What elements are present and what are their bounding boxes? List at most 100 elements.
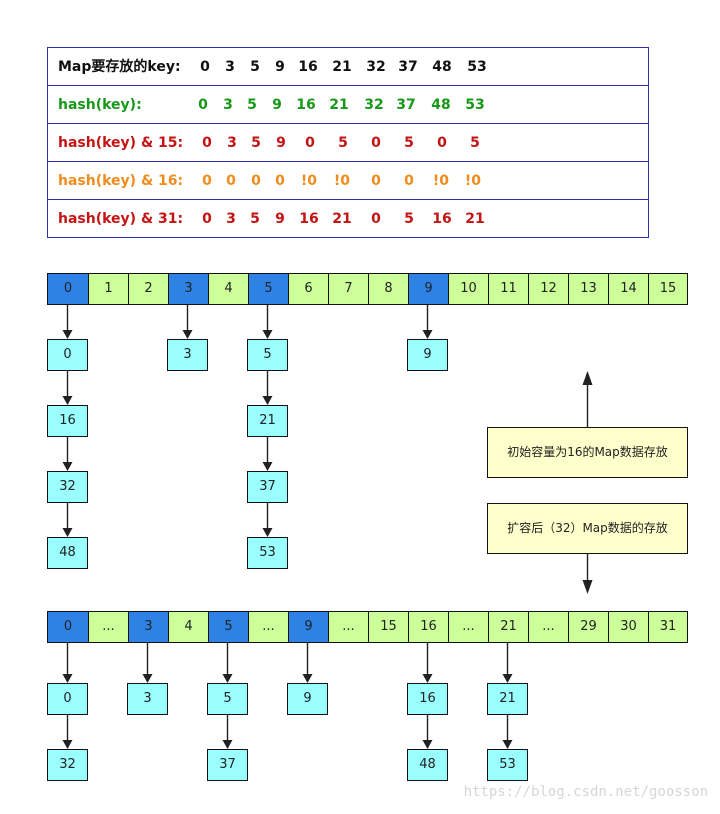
hash-row-label: hash(key) & 16: [58,173,184,189]
bucket-cell: 14 [609,274,649,304]
hash-value: 21 [329,97,349,113]
bucket-cell: 31 [659,619,677,634]
hash-value: 37 [398,59,418,75]
bucket-cell: 1 [89,274,129,304]
bucket-cell: 11 [489,274,529,304]
hash-value: 21 [332,59,352,75]
hash-value: 21 [332,211,352,227]
bucket-cell: 5 [209,612,249,642]
bucket-cell: 0 [48,274,89,304]
chain-node: 16 [47,405,88,437]
hash-value: 0 [202,135,212,151]
bucket-cell: 2 [129,274,169,304]
down-arrow-icon [262,437,273,471]
hash-value: 48 [431,97,451,113]
hash-row-label: hash(key): [58,97,142,113]
hash-value: 0 [198,97,208,113]
down-arrow-icon [62,437,73,471]
hash-value: 0 [437,135,447,151]
hash-value: 53 [465,97,485,113]
bucket-cell: 16 [409,612,449,642]
chain-node: 37 [247,471,288,503]
bucket-cell: 7 [329,274,369,304]
hash-value: !0 [464,173,482,189]
chain-node: 3 [127,683,168,715]
bucket-cell: ... [529,612,569,642]
down-arrow-icon [262,503,273,537]
bucket-cell: 4 [209,274,249,304]
bucket-cell: 3 [129,612,169,642]
hash-row-and16: hash(key) & 16: 0 0 0 0 !0 !0 0 0 !0 !0 [48,162,648,200]
hash-value: 9 [272,97,282,113]
bucket-cell: ... [449,612,489,642]
down-arrow-icon [62,715,73,749]
hash-value: 3 [227,135,237,151]
down-arrow-icon [222,643,233,683]
chain-node: 53 [487,749,528,781]
bucket-cell: 29 [569,612,609,642]
bucket-cell: 4 [169,612,209,642]
hash-value: 0 [202,173,212,189]
down-arrow-icon [62,643,73,683]
hash-value: 9 [276,135,286,151]
hash-value: 0 [371,173,381,189]
down-arrow-icon [142,643,153,683]
hash-row-and15: hash(key) & 15: 0 3 5 9 0 5 0 5 0 5 [48,124,648,162]
hash-row-and31: hash(key) & 31: 0 3 5 9 16 21 0 5 16 21 [48,200,648,238]
hash-value: 16 [432,211,452,227]
hash-row-hash: hash(key): 0 3 5 9 16 21 32 37 48 53 [48,86,648,124]
bucket-cell: 8 [369,274,409,304]
hash-value: 5 [247,97,257,113]
down-arrow-icon [582,554,593,594]
hash-value: 0 [404,173,414,189]
hash-value: 48 [432,59,452,75]
hash-value: 0 [251,173,261,189]
bucket-cell: 9 [409,274,449,304]
chain-node: 21 [247,405,288,437]
down-arrow-icon [422,643,433,683]
down-arrow-icon [262,371,273,405]
down-arrow-icon [182,305,193,339]
hash-table: Map要存放的key: 0 3 5 9 16 21 32 37 48 53 ha… [47,47,649,238]
bucket-cell: 0 [48,612,89,642]
bucket-array-16: 0 1 2 3 4 5 6 7 8 9 10 11 12 13 14 15 [47,273,688,305]
bucket-array-32: 0 ... 3 4 5 ... 9 ... 15 16 ... 21 ... 2… [47,611,688,643]
down-arrow-icon [302,643,313,683]
hash-row-keys: Map要存放的key: 0 3 5 9 16 21 32 37 48 53 [48,48,648,86]
hash-value: 3 [226,211,236,227]
hash-value: 16 [299,211,319,227]
chain-node: 37 [207,749,248,781]
chain-node: 5 [247,339,288,371]
bucket-cell: ... [329,612,369,642]
bucket-cell: 6 [289,274,329,304]
down-arrow-icon [222,715,233,749]
bucket-cell: 13 [569,274,609,304]
hash-value: 5 [470,135,480,151]
chain-node: 5 [207,683,248,715]
hash-value: 0 [371,211,381,227]
chain-node: 32 [47,749,88,781]
hash-value: 5 [250,59,260,75]
hash-value: 0 [371,135,381,151]
hash-value: 0 [305,135,315,151]
up-arrow-icon [582,371,593,427]
bucket-cell: 9 [289,612,329,642]
hash-value: 21 [465,211,485,227]
bucket-cell: 30 [609,612,649,642]
chain-node: 9 [407,339,448,371]
chain-node: 9 [287,683,328,715]
chain-node: 48 [47,537,88,569]
bucket-cell: ... [89,612,129,642]
bucket-cell: 12 [529,274,569,304]
down-arrow-icon [502,643,513,683]
down-arrow-icon [62,371,73,405]
hash-value: 0 [275,173,285,189]
hash-value: 0 [200,59,210,75]
watermark: https://blog.csdn.net/goosson [463,784,708,800]
chain-node: 53 [247,537,288,569]
down-arrow-icon [422,715,433,749]
hash-value: 16 [296,97,316,113]
chain-node: 21 [487,683,528,715]
hash-value: 16 [298,59,318,75]
hash-value: !0 [333,173,351,189]
